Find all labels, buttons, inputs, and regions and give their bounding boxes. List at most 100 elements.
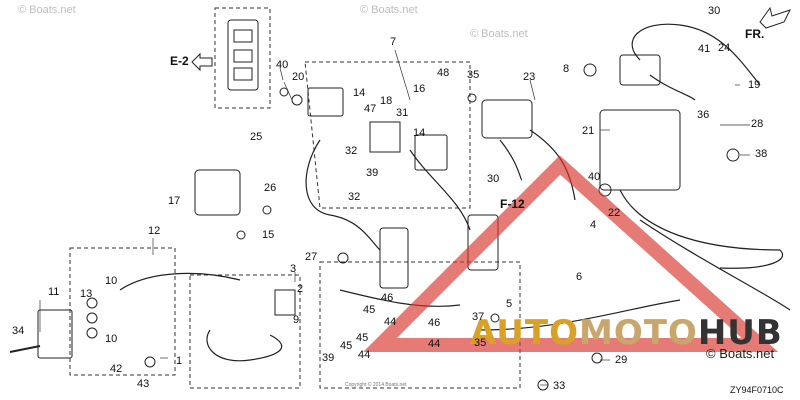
direction-label: FR. — [745, 27, 765, 41]
harness-wire-2 — [409, 149, 471, 231]
callout-29[interactable]: 29 — [615, 354, 628, 366]
callout-42[interactable]: 42 — [110, 363, 123, 375]
callout-32a[interactable]: 32 — [345, 145, 358, 157]
callout-44a[interactable]: 44 — [384, 316, 397, 328]
callout-23[interactable]: 23 — [523, 71, 536, 83]
callout-10b[interactable]: 10 — [105, 333, 118, 345]
callout-26[interactable]: 26 — [264, 182, 277, 194]
callout-31[interactable]: 31 — [396, 107, 409, 119]
callout-2[interactable]: 2 — [297, 283, 304, 295]
callout-40b[interactable]: 40 — [588, 171, 601, 183]
watermark-top-right: © Boats.net — [470, 28, 528, 40]
e2-arrow-icon — [191, 52, 213, 72]
callout-36[interactable]: 36 — [697, 109, 710, 121]
callout-38[interactable]: 38 — [755, 148, 768, 160]
callout-40a[interactable]: 40 — [276, 59, 289, 71]
callout-48[interactable]: 48 — [437, 67, 450, 79]
subharness-box — [189, 274, 301, 389]
switch-panel-11 — [37, 309, 73, 359]
callout-35b[interactable]: 35 — [474, 337, 487, 349]
fastener-8 — [583, 63, 597, 77]
callout-47[interactable]: 47 — [364, 103, 377, 115]
callout-21[interactable]: 21 — [582, 125, 595, 137]
battery-cable-a — [619, 189, 783, 269]
ignition-coil — [481, 99, 533, 139]
callout-12[interactable]: 12 — [148, 225, 161, 237]
callout-10a[interactable]: 10 — [105, 275, 118, 287]
module-16 — [414, 134, 448, 171]
logo-text-b: MOTO — [578, 313, 698, 353]
callout-6[interactable]: 6 — [576, 271, 583, 283]
bracket-17 — [194, 169, 241, 216]
callout-45c[interactable]: 45 — [340, 340, 353, 352]
junction-bracket-21 — [599, 109, 681, 191]
callout-37[interactable]: 37 — [472, 311, 485, 323]
callout-45b[interactable]: 45 — [356, 332, 369, 344]
fastener-40b — [598, 183, 612, 197]
callout-1[interactable]: 1 — [176, 355, 183, 367]
callout-44b[interactable]: 44 — [428, 338, 441, 350]
logo-text-c: HUB — [697, 313, 783, 353]
callout-46a[interactable]: 46 — [381, 292, 394, 304]
callout-16[interactable]: 16 — [413, 83, 426, 95]
callout-43[interactable]: 43 — [137, 378, 150, 390]
fastener-13c — [86, 327, 98, 339]
callout-28[interactable]: 28 — [751, 118, 764, 130]
copyright-fine: Copyright © 2014 Boats.net — [345, 382, 407, 388]
diagram-code: ZY94F0710C — [730, 385, 784, 395]
fastener-15 — [236, 230, 246, 240]
callout-14b[interactable]: 14 — [413, 127, 426, 139]
coil-loop — [206, 329, 283, 362]
callout-22[interactable]: 22 — [608, 207, 621, 219]
front-arrow-icon — [759, 6, 791, 29]
callout-30b[interactable]: 30 — [487, 173, 500, 185]
callout-25[interactable]: 25 — [250, 131, 263, 143]
callout-4[interactable]: 4 — [590, 219, 597, 231]
sub-harness-wire — [119, 272, 241, 291]
callout-14a[interactable]: 14 — [353, 87, 366, 99]
fastener-26 — [262, 205, 272, 215]
callout-45a[interactable]: 45 — [363, 304, 376, 316]
callout-35a[interactable]: 35 — [467, 69, 480, 81]
harness-section-box — [304, 61, 471, 209]
bracket-31 — [369, 121, 401, 153]
fastener-20 — [291, 94, 303, 106]
callout-9[interactable]: 9 — [293, 314, 300, 326]
callout-33[interactable]: 33 — [553, 380, 566, 392]
callout-39b[interactable]: 39 — [322, 352, 335, 364]
callout-27[interactable]: 27 — [305, 251, 318, 263]
fastener-40 — [279, 87, 289, 97]
brand-logo-triangle — [363, 155, 779, 352]
coil-wire-2 — [499, 139, 523, 181]
switch-box — [69, 247, 176, 376]
callout-3[interactable]: 3 — [290, 263, 297, 275]
relay-block — [227, 19, 259, 91]
callout-15[interactable]: 15 — [262, 229, 275, 241]
fastener-35 — [467, 93, 477, 103]
callout-34[interactable]: 34 — [12, 325, 25, 337]
callout-18[interactable]: 18 — [380, 95, 393, 107]
callout-32b[interactable]: 32 — [348, 191, 361, 203]
callout-8[interactable]: 8 — [563, 63, 570, 75]
fastener-33 — [537, 379, 549, 391]
regulator-wire — [631, 23, 761, 86]
section-ref-e2[interactable]: E-2 — [170, 54, 189, 68]
callout-7[interactable]: 7 — [390, 36, 397, 48]
callout-41[interactable]: 41 — [698, 43, 711, 55]
fastener-13a — [86, 297, 98, 309]
section-ref-f12[interactable]: F-12 — [500, 197, 525, 211]
connector-2 — [274, 289, 296, 316]
callout-30a[interactable]: 30 — [708, 5, 721, 17]
callout-39a[interactable]: 39 — [366, 167, 379, 179]
callout-20[interactable]: 20 — [292, 71, 305, 83]
callout-24[interactable]: 24 — [718, 42, 731, 54]
e2-section-box — [214, 7, 271, 109]
callout-19[interactable]: 19 — [748, 79, 761, 91]
callout-5[interactable]: 5 — [506, 298, 513, 310]
callout-44c[interactable]: 44 — [358, 349, 371, 361]
callout-11[interactable]: 11 — [48, 286, 60, 298]
callout-17[interactable]: 17 — [168, 195, 181, 207]
callout-46b[interactable]: 46 — [428, 317, 441, 329]
callout-13[interactable]: 13 — [80, 288, 93, 300]
